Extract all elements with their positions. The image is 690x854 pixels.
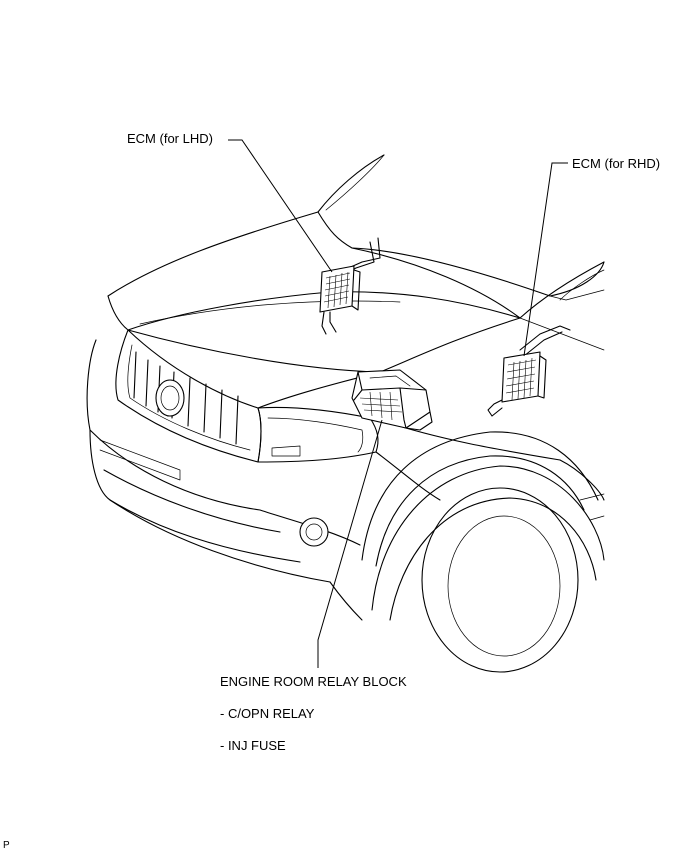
ecm-rhd-label: ECM (for RHD) bbox=[572, 156, 661, 171]
corner-mark: P bbox=[3, 840, 10, 851]
ecm-rhd-leader bbox=[523, 162, 568, 357]
relay-item-copn-relay: - C/OPN RELAY bbox=[220, 706, 315, 721]
relay-item-inj-fuse: - INJ FUSE bbox=[220, 738, 286, 753]
ecm-lhd-label: ECM (for LHD) bbox=[127, 131, 213, 146]
ecm-lhd-leader bbox=[228, 139, 333, 273]
leader-lines bbox=[228, 139, 568, 668]
relay-block-label: ENGINE ROOM RELAY BLOCK bbox=[220, 674, 407, 689]
relay-block-leader bbox=[317, 419, 383, 668]
relay-block-component bbox=[351, 369, 433, 431]
vehicle-outline bbox=[86, 154, 605, 673]
ecm-lhd-component bbox=[319, 237, 381, 335]
ecm-rhd-component bbox=[487, 325, 571, 417]
